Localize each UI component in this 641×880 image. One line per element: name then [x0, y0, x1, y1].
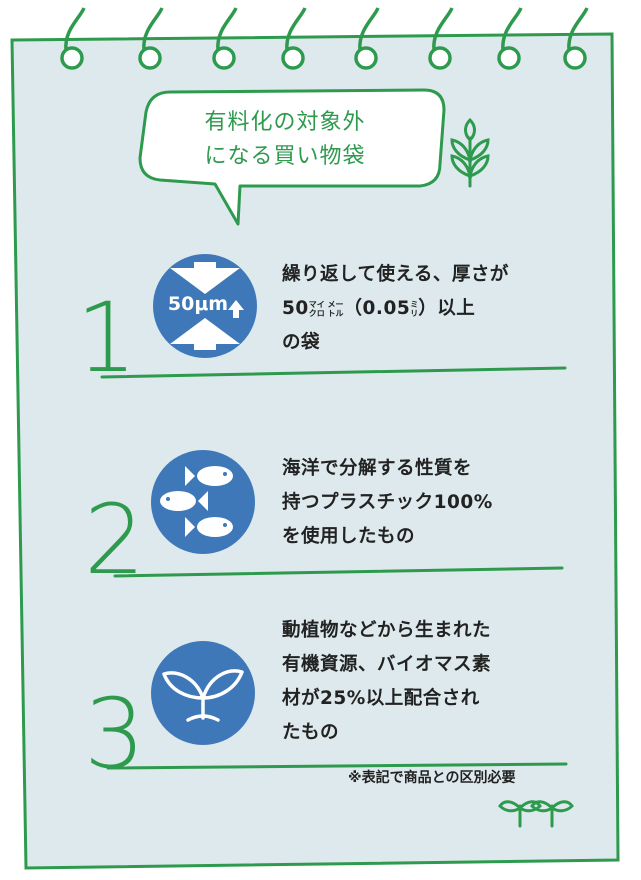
title-line-1: 有料化の対象外: [204, 110, 366, 135]
item-2-line-1: 海洋で分解する性質を: [282, 458, 473, 479]
ruby-bottom: クロ トル: [308, 309, 344, 318]
sprout-icon: [151, 641, 255, 745]
title-line-2: になる買い物袋: [204, 144, 366, 169]
title-speech-bubble: [138, 88, 446, 226]
item-1-line-3: の袋: [282, 332, 321, 353]
unit-ruby-micrometer: マイ メークロ トル: [309, 300, 344, 318]
item-1-value-50: 50: [282, 298, 309, 319]
item-number-2: 2: [84, 484, 146, 596]
thickness-label: 50μm: [167, 293, 229, 315]
item-3-text: 動植物などから生まれた 有機資源、バイオマス素 材が25%以上配合され たもの: [282, 614, 582, 750]
item-2-line-2: 持つプラスチック100%: [282, 492, 493, 513]
thickness-icon: [153, 254, 257, 358]
fish-icon: [151, 450, 255, 554]
item-1-value-005: （0.05: [343, 298, 411, 319]
spiral-rings: [60, 7, 589, 70]
item-3-line-4: たもの: [282, 722, 340, 743]
leaf-sprig-icon: [450, 117, 490, 188]
ruby-bottom: リ: [410, 309, 419, 318]
footnote: ※表記で商品との区別必要: [348, 770, 516, 786]
item-number-3: 3: [84, 678, 146, 790]
ruby-top: ミ: [410, 300, 419, 309]
item-2-line-3: を使用したもの: [282, 526, 416, 547]
item-3-line-3: 材が25%以上配合され: [282, 688, 480, 709]
item-1-suffix: ）以上: [418, 298, 476, 319]
item-1-line-1: 繰り返して使える、厚さが: [282, 264, 509, 285]
unit-ruby-millimeter: ミリ: [410, 300, 418, 318]
item-3-line-2: 有機資源、バイオマス素: [282, 654, 492, 675]
item-underlines: [100, 366, 568, 770]
ruby-top: マイ メー: [308, 300, 344, 309]
item-3-line-1: 動植物などから生まれた: [282, 620, 492, 641]
small-sprout-icon: [498, 800, 574, 828]
item-2-text: 海洋で分解する性質を 持つプラスチック100% を使用したもの: [282, 452, 582, 554]
item-number-1: 1: [76, 282, 138, 394]
